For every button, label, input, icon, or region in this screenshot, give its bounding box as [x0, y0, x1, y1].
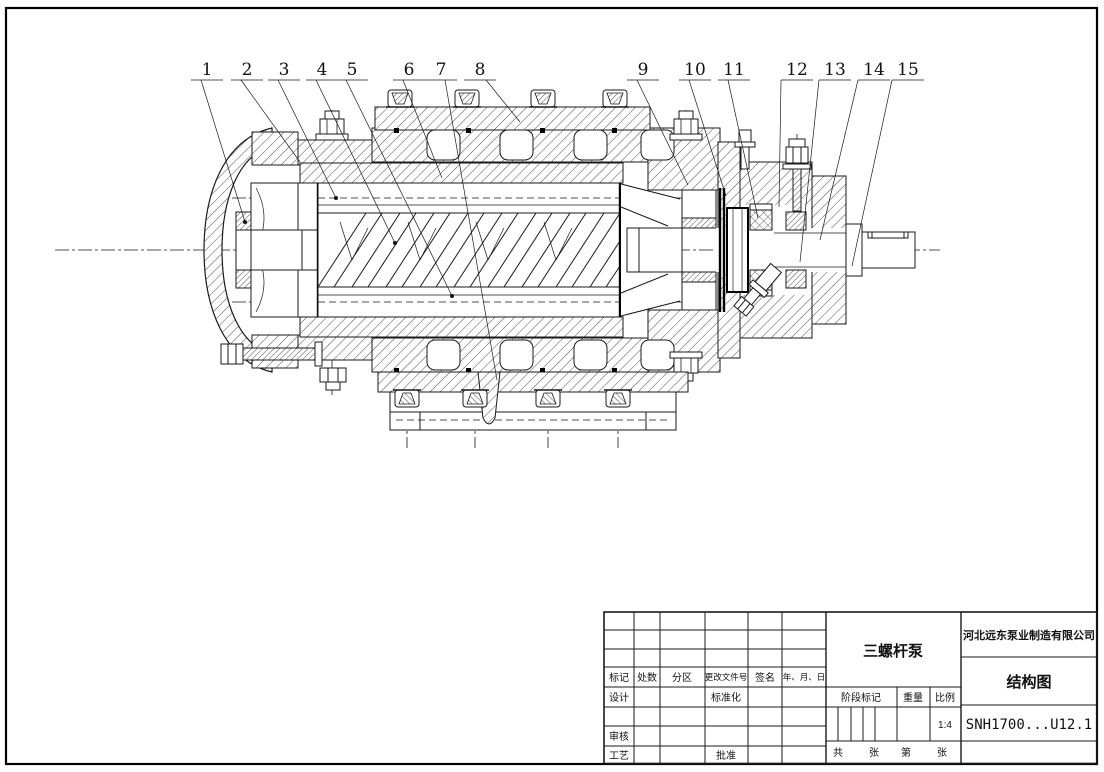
tb-label-process: 工艺: [609, 750, 629, 762]
bottom-left-bolt: [220, 341, 347, 391]
seal-ring-bottom: [235, 269, 252, 289]
part-number-11: 11: [723, 60, 745, 80]
drain-valve: [733, 262, 783, 317]
tb-sheets-word2: 张: [937, 747, 947, 759]
part-number-3: 3: [279, 60, 290, 80]
gasket-dots: [394, 128, 617, 373]
discharge-cone: [620, 183, 717, 317]
part-number-15: 15: [897, 60, 919, 80]
ball-bearing-top: [749, 209, 773, 231]
tb-label-signature: 签名: [755, 671, 775, 684]
tb-label-date: 年、月、日: [783, 672, 826, 682]
gland-top: [785, 211, 807, 231]
tb-label-approve: 批准: [716, 749, 736, 762]
part-number-8: 8: [475, 60, 486, 80]
tb-sheets-total-prefix: 共: [833, 747, 843, 759]
bracket-center-web: [477, 371, 501, 425]
tb-label-weight: 重量: [903, 691, 923, 704]
tb-label-change-doc: 更改文件号: [705, 672, 748, 682]
screw-rotors: [317, 182, 622, 318]
part-number-7: 7: [436, 60, 447, 80]
part-callouts: 1 2 3 4 5 6 7 8 9 10 11 12 13 14 15: [191, 60, 924, 381]
liner-strip-top: [299, 162, 624, 184]
tb-label-design: 设计: [609, 691, 629, 704]
tb-label-mark: 标记: [609, 672, 629, 684]
sheet-border: [4, 6, 1099, 766]
casing-top-left: [297, 139, 381, 166]
part-number-4: 4: [317, 60, 328, 80]
part-number-13: 13: [824, 60, 846, 80]
top-cover-plate: [374, 106, 651, 131]
tb-label-zone: 分区: [672, 672, 692, 684]
part-number-2: 2: [242, 60, 253, 80]
part-number-6: 6: [404, 60, 415, 80]
suction-end-cover: [203, 127, 273, 373]
leader-dots: [243, 196, 454, 298]
drive-shaft: [845, 223, 916, 277]
bearing-housing: [716, 141, 862, 359]
cover-cap-screws: [385, 89, 630, 108]
gland-bottom: [785, 269, 807, 289]
tb-scale-value: 1:4: [938, 720, 952, 731]
tb-label-standardization: 标准化: [711, 691, 741, 704]
shaft-keyway: [867, 231, 909, 239]
part-number-5: 5: [347, 60, 358, 80]
part-number-1: 1: [202, 60, 213, 80]
leader-lines: [191, 79, 924, 381]
part-number-12: 12: [786, 60, 808, 80]
title-block: 标记 处数 分区 更改文件号 签名 年、月、日 设计 标准化 审核 工艺 批准 …: [603, 611, 1098, 765]
liner-strip-bottom: [299, 316, 624, 338]
tb-drawing-number: SNH1700...U12.1: [966, 717, 1092, 733]
bolt-pockets: [426, 129, 675, 371]
tb-company-name: 河北远东泵业制造有限公司: [963, 628, 1095, 642]
tb-label-scale: 比例: [935, 691, 955, 704]
part-number-9: 9: [638, 60, 649, 80]
part-number-14: 14: [863, 60, 885, 80]
tb-sheets-word1: 张: [869, 747, 879, 759]
mounting-bracket: [377, 371, 689, 431]
pump-section-view: 1 2 3 4 5 6 7 8 9 10 11 12 13 14 15: [55, 60, 940, 448]
coupling-sleeve: [726, 207, 749, 293]
tb-product-name: 三螺杆泵: [863, 642, 923, 660]
tb-drawing-title: 结构图: [1006, 673, 1051, 691]
title-block-text: 标记 处数 分区 更改文件号 签名 年、月、日 设计 标准化 审核 工艺 批准 …: [609, 628, 1095, 762]
title-block-grid: [603, 611, 1098, 765]
casing-left-flange-top: [251, 131, 299, 166]
tb-label-count: 处数: [637, 671, 657, 684]
tb-label-stage-mark: 阶段标记: [841, 691, 881, 704]
rotor-left-end: [235, 182, 320, 318]
tb-sheets-index-prefix: 第: [901, 746, 911, 759]
part-number-10: 10: [684, 60, 706, 80]
tb-label-check: 审核: [609, 730, 629, 743]
